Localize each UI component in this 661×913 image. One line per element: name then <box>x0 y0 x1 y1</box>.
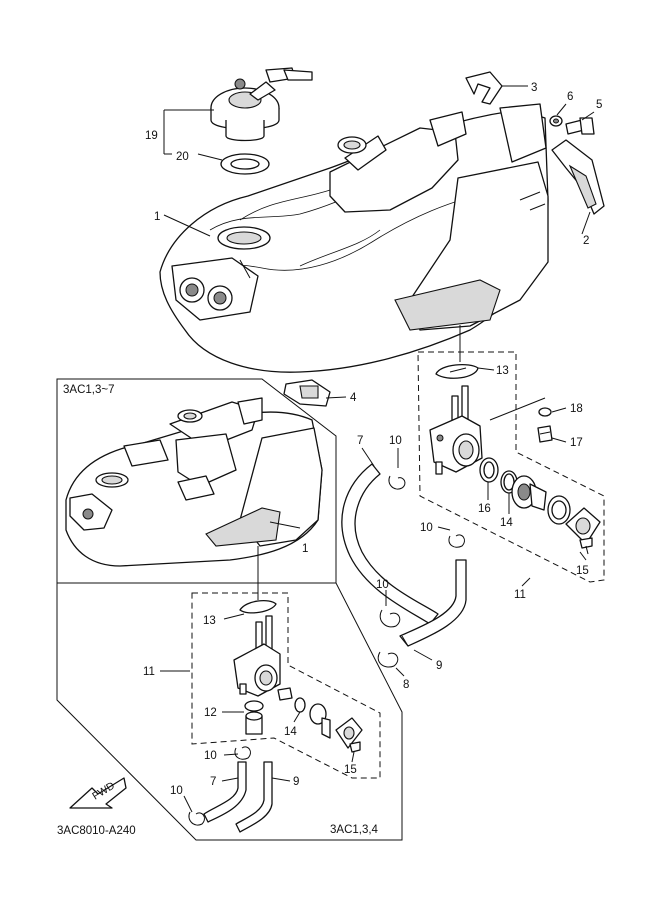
callout-5: 5 <box>596 99 602 111</box>
callout-3: 3 <box>531 82 537 94</box>
petcock-group-outline-inset <box>191 592 381 779</box>
cap-gasket <box>220 153 270 175</box>
callout-16: 16 <box>478 503 491 515</box>
callout-11-inset: 11 <box>143 666 155 678</box>
hose-clip-inset-b <box>188 811 205 826</box>
hose-clip-main-c <box>379 609 401 628</box>
leader-bolt-to-cock <box>489 397 546 421</box>
callout-10-e: 10 <box>170 785 183 797</box>
petcock-gasket-inset <box>239 599 277 614</box>
screw-part-15-main <box>579 537 593 555</box>
hose-clip-inset-a <box>234 746 251 760</box>
callout-14-main: 14 <box>500 517 513 529</box>
cock-lever-inset <box>309 703 331 739</box>
fwd-arrow-icon: FWD <box>69 777 127 809</box>
ring-part-14-inset <box>294 697 306 713</box>
fuel-cock-main <box>429 385 483 475</box>
callout-10-a: 10 <box>389 435 402 447</box>
callout-15-main: 15 <box>576 565 589 577</box>
inset-outline <box>56 378 403 841</box>
fuel-hose-part-9-main <box>399 559 467 647</box>
cock-lever-main <box>511 475 547 511</box>
damper-part-4 <box>283 379 331 407</box>
callout-14-inset: 14 <box>284 726 297 738</box>
callout-11-main: 11 <box>514 589 526 601</box>
bolt-part-17 <box>537 425 553 443</box>
hose-clip-main-d <box>377 651 399 668</box>
washer-part-18 <box>538 407 552 417</box>
fuel-hose-part-7-inset <box>203 761 247 823</box>
bolt-part-5 <box>565 117 595 135</box>
fuel-tank-main <box>159 103 549 373</box>
hose-clip-main-a <box>388 475 406 490</box>
callout-20: 20 <box>176 151 189 163</box>
hose-clip-main-b <box>448 534 465 548</box>
fuel-hose-part-9-inset <box>235 761 273 833</box>
fuel-cap-assembly <box>210 67 313 142</box>
screw-part-15-inset <box>349 741 361 753</box>
inset-top-variant-label: 3AC1,3~7 <box>63 384 114 396</box>
callout-15-inset: 15 <box>344 764 357 776</box>
callout-19: 19 <box>145 130 158 142</box>
callout-9-inset: 9 <box>293 776 299 788</box>
fuel-hose-part-7-main <box>341 463 439 625</box>
callout-18: 18 <box>570 403 583 415</box>
callout-13-main: 13 <box>496 365 509 377</box>
callout-6: 6 <box>567 91 573 103</box>
cock-plate-inset <box>335 717 363 749</box>
diagram-code: 3AC8010-A240 <box>57 825 136 837</box>
oring-part-16-main <box>479 457 499 483</box>
seal-ring-main <box>547 495 571 525</box>
washer-part-6 <box>549 115 563 127</box>
cock-fitting-inset <box>277 687 293 701</box>
inset-bottom-variant-label: 3AC1,3,4 <box>330 824 379 836</box>
callout-4: 4 <box>350 392 357 404</box>
damper-part-2 <box>551 139 605 215</box>
callout-10-c: 10 <box>376 579 389 591</box>
cock-plate-main <box>565 507 601 545</box>
callout-labels: 19 20 1 3 6 5 2 4 13 18 17 7 10 10 16 14… <box>57 82 602 837</box>
callout-7-inset: 7 <box>210 776 216 788</box>
callout-12: 12 <box>204 707 217 719</box>
fuel-tank-inset <box>65 397 323 567</box>
petcock-group-outline-main <box>417 351 605 583</box>
bracket-part-3 <box>465 71 503 105</box>
callout-1-inset: 1 <box>302 543 308 555</box>
callout-10-d: 10 <box>204 750 217 762</box>
leader-lines <box>160 85 595 813</box>
callout-9-main: 9 <box>436 660 442 672</box>
callout-2: 2 <box>583 235 589 247</box>
filter-part-12 <box>244 700 264 735</box>
callout-7-main: 7 <box>357 435 363 447</box>
fuel-cock-inset <box>233 615 281 697</box>
callout-13-inset: 13 <box>203 615 216 627</box>
callout-17: 17 <box>570 437 583 449</box>
callout-10-b: 10 <box>420 522 433 534</box>
callout-1-main: 1 <box>154 211 160 223</box>
petcock-gasket-main <box>435 363 479 379</box>
callout-8: 8 <box>403 679 409 691</box>
